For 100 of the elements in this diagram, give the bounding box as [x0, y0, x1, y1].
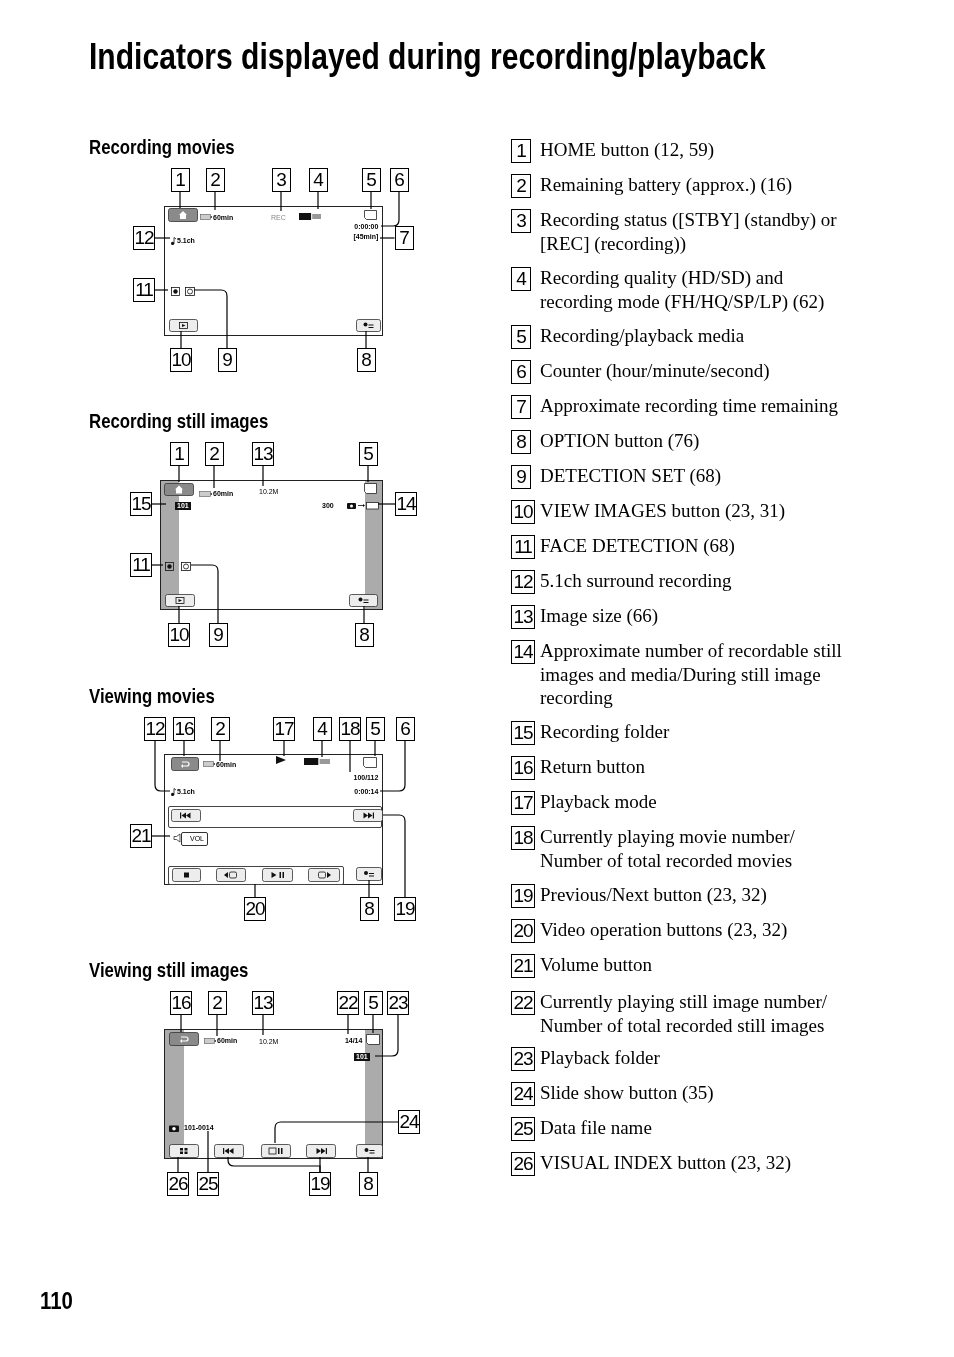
callout-number: 19: [309, 1172, 331, 1196]
callout-number: 13: [252, 991, 274, 1015]
section-heading: Recording still images: [89, 408, 269, 434]
leader-line: [180, 330, 182, 349]
item-description: Remaining battery (approx.) (16): [540, 173, 794, 197]
leader-line: [374, 740, 376, 757]
leader-line: [367, 1156, 369, 1173]
leader-line: [347, 1014, 349, 1035]
leader-line: [379, 740, 406, 792]
leader-line: [179, 191, 181, 209]
callout-number: 22: [337, 991, 359, 1015]
callout-number: 8: [356, 348, 376, 372]
leader-line: [178, 605, 180, 624]
leader-line: [382, 814, 406, 898]
callout-number: 1: [170, 168, 190, 192]
item-description: VIEW IMAGES button (23, 31): [540, 499, 787, 523]
leader-line: [372, 1014, 374, 1034]
callout-number: 11: [130, 553, 152, 577]
callout-number: 17: [511, 791, 535, 815]
callout-number: 3: [511, 209, 531, 233]
callout-number: 8: [511, 430, 531, 454]
callout-number: 21: [511, 954, 535, 978]
callout-number: 5: [363, 991, 383, 1015]
callout-number: 10: [168, 623, 190, 647]
callout-number: 25: [197, 1172, 219, 1196]
leader-line: [227, 1156, 321, 1173]
callout-number: 8: [359, 897, 379, 921]
callout-number: 18: [339, 717, 361, 741]
leader-line: [219, 740, 221, 762]
callout-number: 5: [358, 442, 378, 466]
item-description: Playback folder: [540, 1046, 661, 1070]
callout-number: 25: [511, 1117, 535, 1141]
item-description: DETECTION SET (68): [540, 464, 723, 488]
callout-number: 1: [169, 442, 189, 466]
item-description: Recording status ([STBY] (standby) or [REC] (recording)): [540, 208, 838, 255]
section-heading: Viewing movies: [89, 683, 215, 709]
leader-line: [177, 1156, 179, 1173]
callout-number: 16: [170, 991, 192, 1015]
leader-line: [365, 330, 367, 349]
callout-number: 6: [389, 168, 409, 192]
callout-number: 18: [511, 826, 535, 850]
callout-number: 15: [130, 492, 152, 516]
leader-line: [317, 191, 319, 210]
callout-number: 7: [511, 395, 531, 419]
callout-number: 12: [133, 226, 155, 250]
callout-number: 2: [511, 174, 531, 198]
leader-line: [216, 1014, 218, 1037]
callout-number: 22: [511, 991, 535, 1015]
callout-number: 2: [204, 442, 224, 466]
item-description: Return button: [540, 755, 647, 779]
callout-number: 12: [511, 570, 535, 594]
page-title: Indicators displayed during recording/playback: [89, 36, 766, 78]
leader-line: [178, 465, 180, 483]
callout-number: 4: [308, 168, 328, 192]
item-description: Currently playing movie number/ Number of total recorded movies: [540, 825, 796, 872]
leader-line: [349, 740, 351, 773]
callout-number: 5: [511, 325, 531, 349]
item-description: HOME button (12, 59): [540, 138, 716, 162]
callout-number: 13: [511, 605, 535, 629]
callout-number: 4: [312, 717, 332, 741]
leader-line: [154, 289, 169, 291]
screen-mockup: [164, 1029, 383, 1159]
section-heading: Recording movies: [89, 134, 235, 160]
page-number: 110: [40, 1288, 73, 1314]
callout-number: 17: [273, 717, 295, 741]
callout-number: 14: [511, 640, 535, 664]
item-description: Counter (hour/minute/second): [540, 359, 771, 383]
leader-line: [180, 1014, 182, 1033]
callout-number: 19: [394, 897, 416, 921]
callout-number: 26: [167, 1172, 189, 1196]
screen-mockup: [164, 754, 383, 885]
item-description: Approximate recording time remaining: [540, 394, 840, 418]
callout-number: 10: [170, 348, 192, 372]
item-description: FACE DETECTION (68): [540, 534, 736, 558]
callout-number: 6: [395, 717, 415, 741]
callout-number: 10: [511, 500, 535, 524]
callout-number: 5: [365, 717, 385, 741]
callout-number: 5: [361, 168, 381, 192]
callout-number: 13: [252, 442, 274, 466]
leader-line: [254, 883, 256, 898]
leader-line: [283, 740, 285, 757]
item-description: OPTION button (76): [540, 429, 701, 453]
callout-number: 20: [244, 897, 266, 921]
callout-number: 23: [511, 1047, 535, 1071]
screen-mockup: [160, 480, 383, 610]
leader-line: [151, 564, 164, 566]
leader-line: [183, 740, 185, 757]
section-heading: Viewing still images: [89, 957, 249, 983]
callout-number: 26: [511, 1152, 535, 1176]
item-description: Data file name: [540, 1116, 653, 1140]
callout-number: 12: [144, 717, 166, 741]
leader-line: [214, 191, 216, 211]
leader-line: [213, 465, 215, 489]
callout-number: 8: [358, 1172, 378, 1196]
leader-line: [321, 740, 323, 758]
leader-line: [151, 503, 167, 505]
callout-number: 23: [387, 991, 409, 1015]
leader-line: [367, 465, 369, 483]
leader-line: [374, 1014, 399, 1057]
leader-line: [379, 237, 396, 239]
